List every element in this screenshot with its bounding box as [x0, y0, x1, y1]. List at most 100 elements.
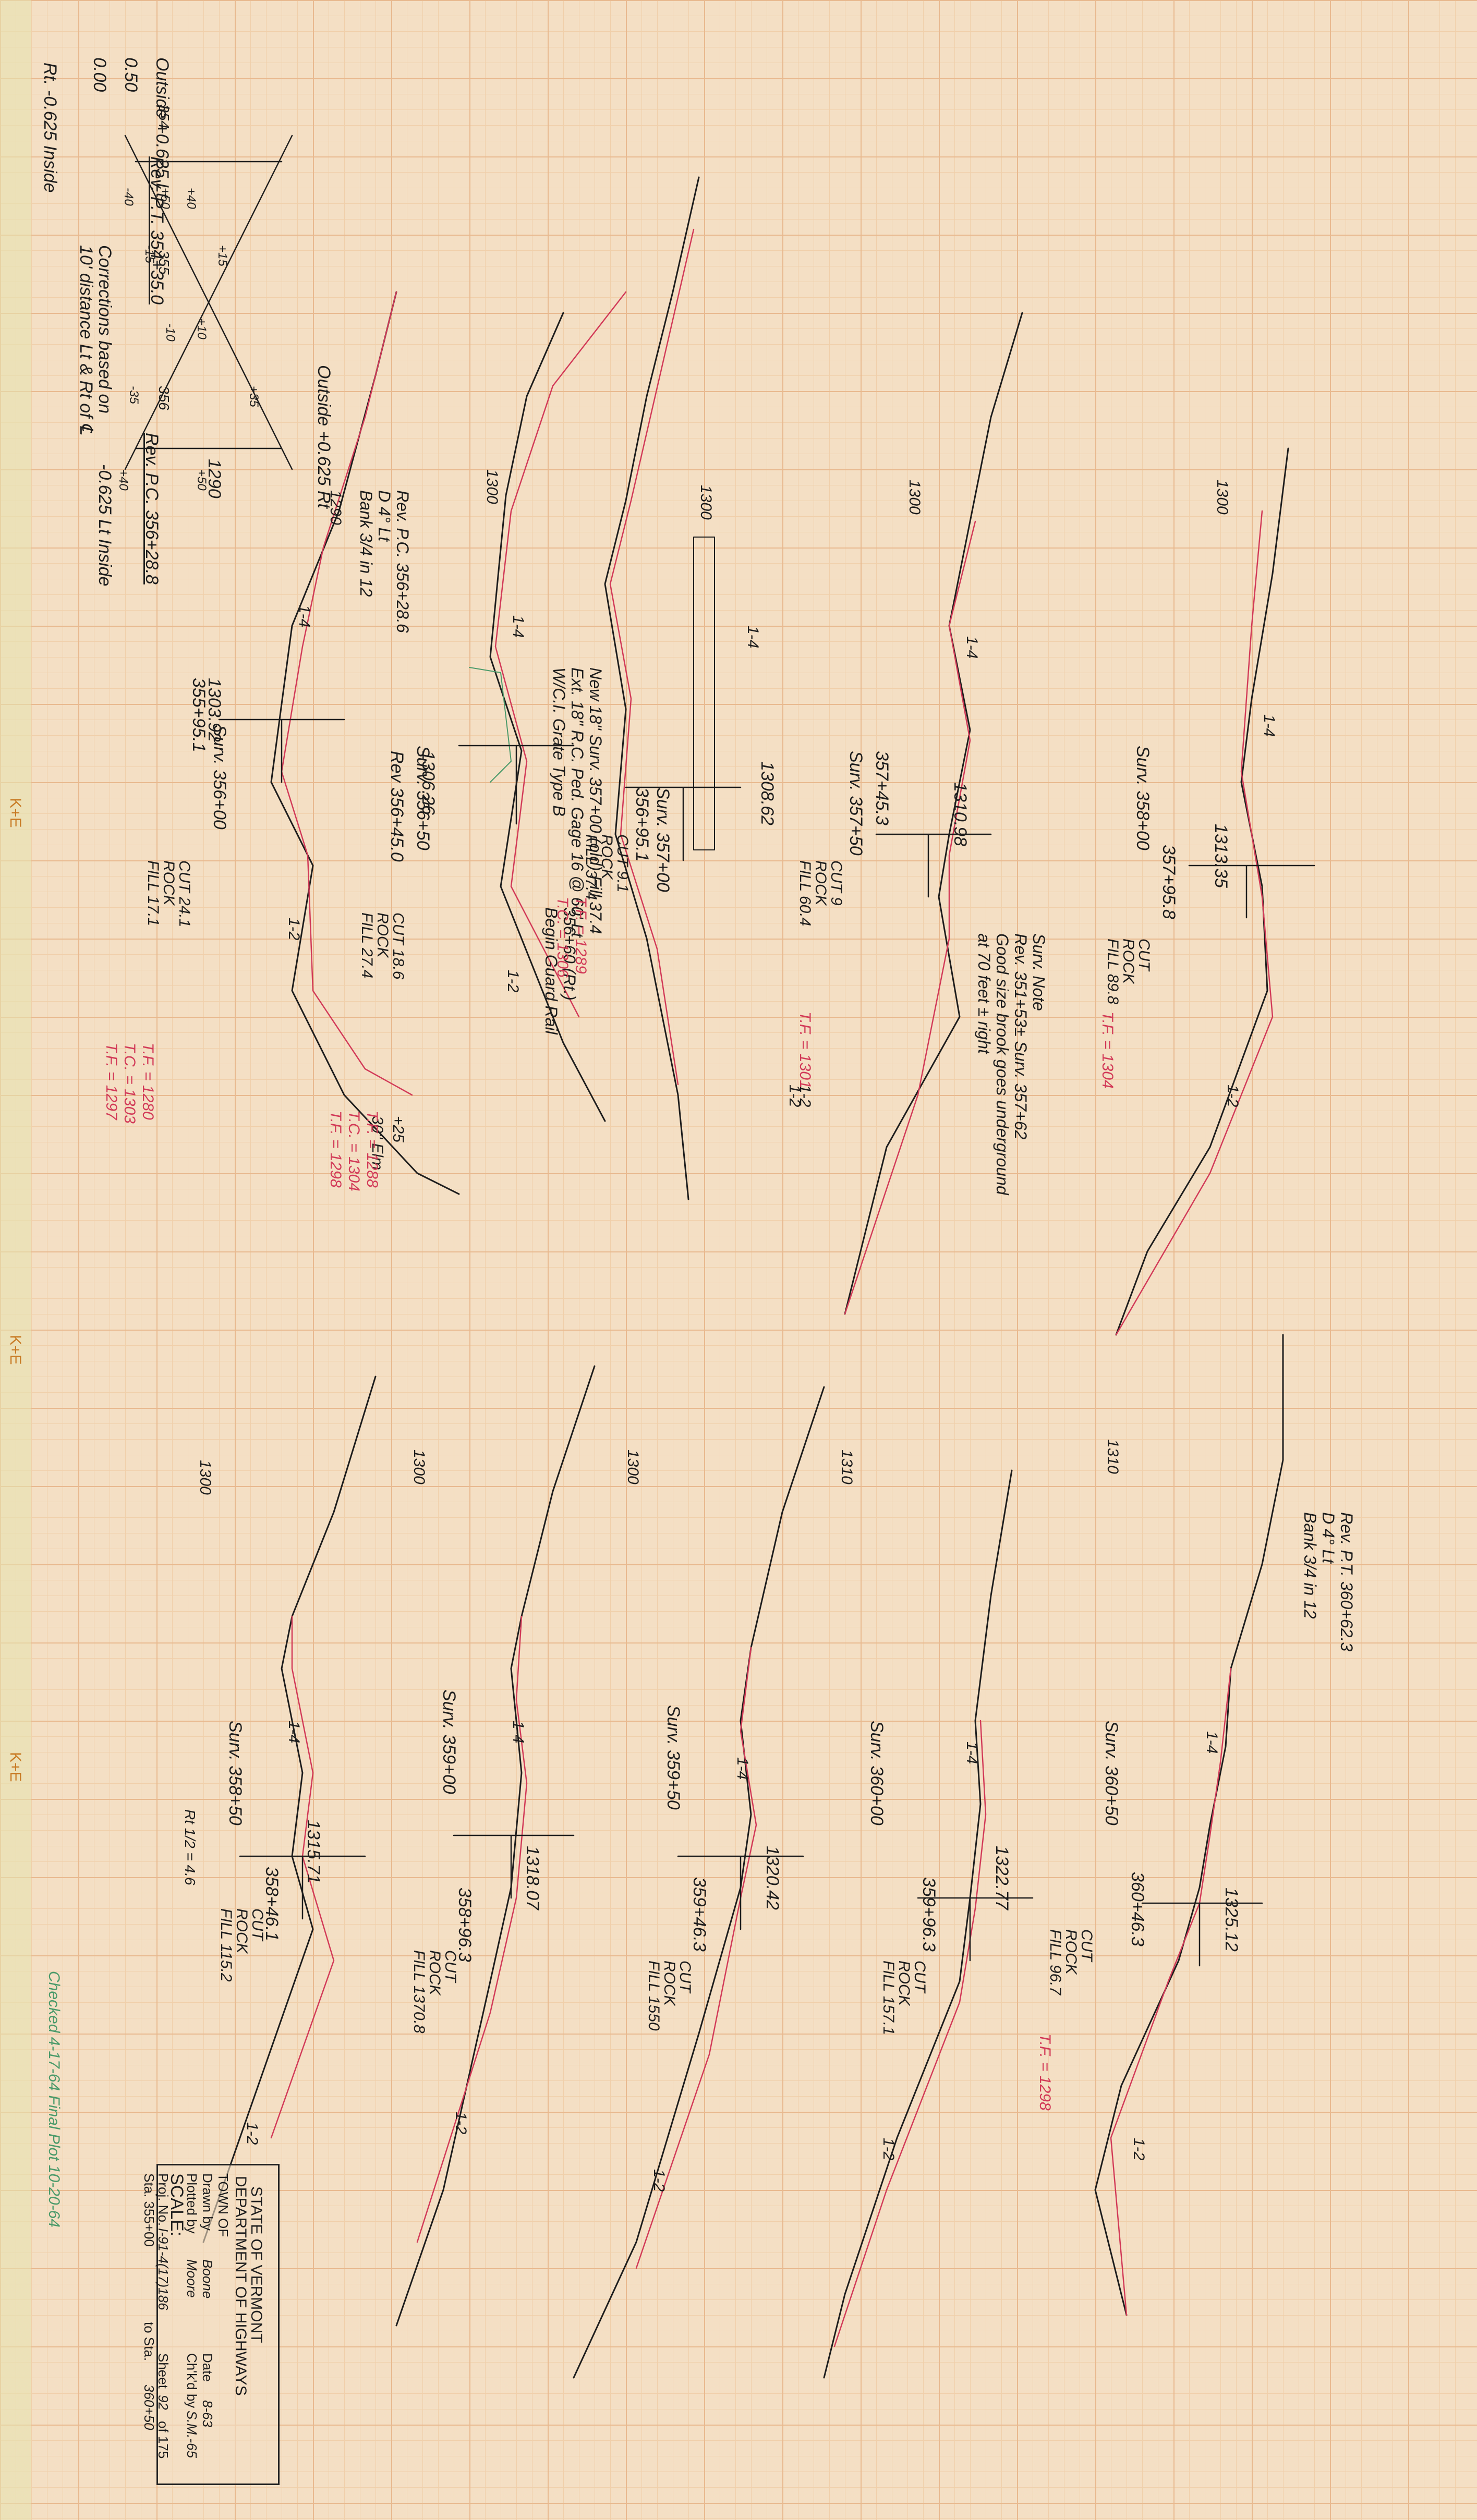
section-7-cut: CUT: [442, 1950, 459, 1982]
surv-note-3: Good size brook goes underground: [993, 933, 1012, 1195]
section-1-rev: 355+95.1: [189, 678, 209, 752]
margin-check-note: Checked 4-17-64 Final Plot 10-20-64: [45, 1971, 63, 2227]
section-356-00: [218, 291, 460, 1195]
section-10-elev: 1325.12: [1221, 1888, 1241, 1952]
section-5-fill: FILL 89.8: [1104, 939, 1121, 1005]
tb-project-value: I-91-4(17)186: [155, 2228, 171, 2310]
section-7-slope-a: 1-4: [510, 1721, 527, 1744]
section-10-rev: 360+46.3: [1128, 1872, 1147, 1946]
diagram-val-5: -15: [142, 245, 156, 263]
tb-stations-to: 360+50: [141, 2384, 157, 2430]
tb-checked-by: Ch'k'd by: [184, 2353, 200, 2408]
section-1-sta: Surv. 356+00: [210, 725, 229, 830]
diagram-val-9: +40: [116, 469, 130, 491]
section-8-elev: 1320.42: [762, 1846, 782, 1910]
culvert-note-3: W/C.I. Grate Type B: [550, 667, 568, 817]
section-10-slope-a: 1-4: [1203, 1731, 1220, 1754]
rev-pc-note-2: D 4° Lt: [375, 490, 394, 542]
keuffel-mark-2: K+E: [7, 1335, 24, 1365]
half-label: 0.50: [121, 57, 141, 92]
tb-department: DEPARTMENT OF HIGHWAYS: [232, 2176, 249, 2396]
section-8-rev: 359+46.3: [689, 1877, 709, 1952]
section-9-sta: Surv. 360+00: [867, 1721, 887, 1825]
tb-checked-value: S.M.-65: [184, 2411, 200, 2458]
section-3-sta: Surv. 357+00: [653, 787, 673, 892]
section-358-50: [202, 1375, 377, 2243]
section-357-50: [844, 312, 1023, 1315]
section-1-fill: FILL 17.1: [144, 860, 162, 927]
section-6-sta: Surv. 358+50: [225, 1721, 245, 1825]
tb-drawn-by: Drawn by: [200, 2173, 215, 2231]
tb-sheet-label: Sheet: [155, 2353, 171, 2389]
section-359-50: [573, 1386, 825, 2379]
section-3-fill: FILL 37.4: [583, 834, 600, 900]
section-7-elev: 1318.07: [523, 1846, 542, 1910]
tb-project-label: Proj. No.: [155, 2173, 171, 2226]
corrections-line-1: Corrections based on: [95, 245, 115, 414]
section-8-cut: CUT: [676, 1961, 694, 1993]
section-6-fill: FILL 115.2: [217, 1908, 235, 1982]
section-9-fill: FILL 157.1: [880, 1961, 897, 2035]
section-7-slope-b: 1-2: [452, 2112, 469, 2135]
section-6-slope-b: 1-2: [244, 2122, 261, 2145]
rev-pt-label: Rev. P.T. 354+35.0: [147, 156, 167, 305]
section-360-00: [823, 1469, 1034, 2379]
zero-label: 0.00: [90, 57, 110, 92]
rev-pt-note-2: D 4° Lt: [1319, 1512, 1338, 1564]
section-9-slope-b: 1-2: [880, 2138, 897, 2161]
section-9-rock: ROCK: [895, 1961, 913, 2006]
section-2-cut: CUT 18.6: [390, 912, 407, 980]
section-9-rev: 359+96.3: [919, 1877, 939, 1952]
section-4-sta: Surv. 357+50: [846, 751, 866, 856]
section-2-slope-a: 1-4: [510, 615, 527, 638]
rev-pc-note-3: Bank 3/4 in 12: [357, 490, 376, 597]
diagram-val-8: -35: [127, 386, 141, 404]
section-356-50: [458, 291, 627, 1122]
tf-label-2: T.F. = 1297: [103, 1043, 120, 1120]
section-6-cut: CUT: [249, 1908, 266, 1941]
section-2-grid: 1300: [483, 469, 501, 504]
tf-label-1: T.C. = 1303: [121, 1043, 138, 1124]
rev-pc-note: Rev. P.C. 356+28.6: [393, 490, 412, 633]
section-8-grid: 1300: [624, 1450, 641, 1484]
tf-label-9: T.F. = 1304: [1099, 1012, 1116, 1089]
section-360-50: [1094, 1334, 1284, 2316]
section-5-grid: 1300: [1214, 480, 1231, 515]
rt-note: Rt 1/2 = 4.6: [182, 1809, 198, 1885]
section-2-sta: Surv. 356+50: [413, 746, 433, 850]
section-3-cut: CUT 9.1: [614, 834, 631, 893]
section-6-rock: ROCK: [233, 1908, 250, 1954]
keuffel-mark-1: K+E: [7, 798, 24, 828]
section-10-grid: 1310: [1104, 1439, 1121, 1474]
section-10-fill: FILL 96.7: [1047, 1929, 1064, 1995]
tb-plotted-value: Moore: [184, 2259, 200, 2298]
section-4-elev: 1310.98: [950, 782, 970, 846]
surv-note-2: Rev. 351+53± Surv. 357+62: [1011, 933, 1030, 1140]
section-4-grid: 1300: [906, 480, 923, 515]
tb-date-value: 8-63: [200, 2400, 215, 2428]
tf-label-4: T.C. = 1304: [345, 1111, 362, 1191]
surv-note-4: at 70 feet ± right: [975, 933, 994, 1054]
section-2-rev: Rev 356+45.0: [387, 751, 407, 862]
rev-pt-note: Rev. P.T. 360+62.3: [1337, 1512, 1356, 1652]
tf-label-5: T.F. = 1298: [327, 1111, 344, 1188]
section-3-elev: 1308.62: [757, 761, 777, 825]
section-7-rock: ROCK: [426, 1950, 443, 1995]
section-7-sta: Surv. 359+00: [439, 1689, 459, 1794]
section-2-fill: FILL 27.4: [358, 912, 376, 979]
section-6-slope-a: 1-4: [285, 1721, 302, 1744]
elm-dist: +25: [390, 1116, 407, 1142]
tf-label-0: T.F. = 1280: [139, 1043, 156, 1120]
superelevation-diagram: [124, 135, 293, 470]
keuffel-mark-3: K+E: [7, 1752, 24, 1782]
outside-mid-label: Outside +0.625 Rt: [314, 365, 334, 509]
section-5-slope-a: 1-4: [1261, 714, 1278, 737]
section-1-slope-b: 1-2: [285, 918, 302, 941]
tb-town: TOWN OF: [215, 2173, 231, 2237]
section-5-slope-b: 1-2: [1224, 1085, 1241, 1107]
diagram-val-10: +50: [195, 469, 209, 491]
inside-top-label: Rt. -0.625 Inside: [40, 63, 60, 193]
tb-sheet-value: 92: [155, 2395, 171, 2410]
section-9-elev: 1322.77: [992, 1846, 1012, 1910]
